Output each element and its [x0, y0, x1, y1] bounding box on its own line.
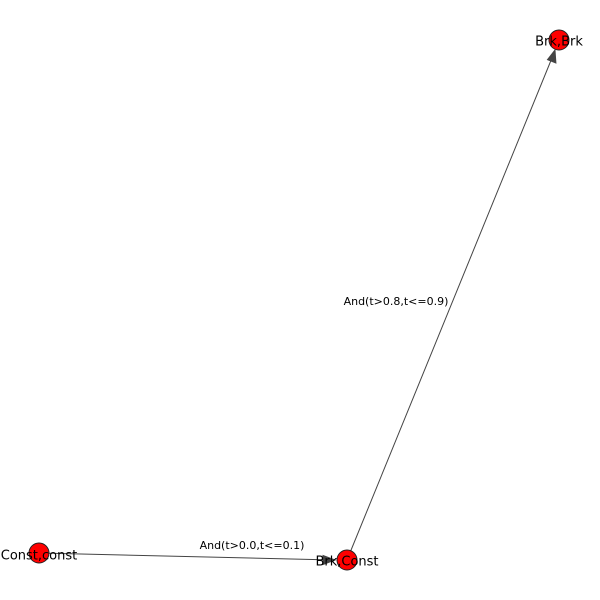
node-const-const[interactable]: Const,const — [1, 542, 77, 564]
node-circle — [28, 542, 50, 564]
node-label: Const,const — [1, 549, 77, 564]
edge-line — [346, 52, 555, 561]
edge-const-const-to-brk-const — [38, 552, 337, 566]
arrow-head-icon — [322, 554, 337, 566]
edge-label-const-const-to-brk-const: And(t>0.0,t<=0.1) — [200, 539, 305, 552]
edge-line — [38, 552, 335, 561]
node-label: Brk,Brk — [535, 35, 583, 50]
node-brk-const[interactable]: Brk,Const — [315, 549, 379, 571]
node-label: Brk,Const — [315, 555, 378, 570]
arrow-head-icon — [546, 48, 557, 64]
edge-brk-const-to-brk-brk — [346, 48, 557, 561]
node-circle — [336, 549, 358, 571]
node-brk-brk[interactable]: Brk,Brk — [535, 29, 583, 51]
edge-label-brk-const-to-brk-brk: And(t>0.8,t<=0.9) — [344, 295, 449, 308]
node-circle — [548, 29, 570, 51]
